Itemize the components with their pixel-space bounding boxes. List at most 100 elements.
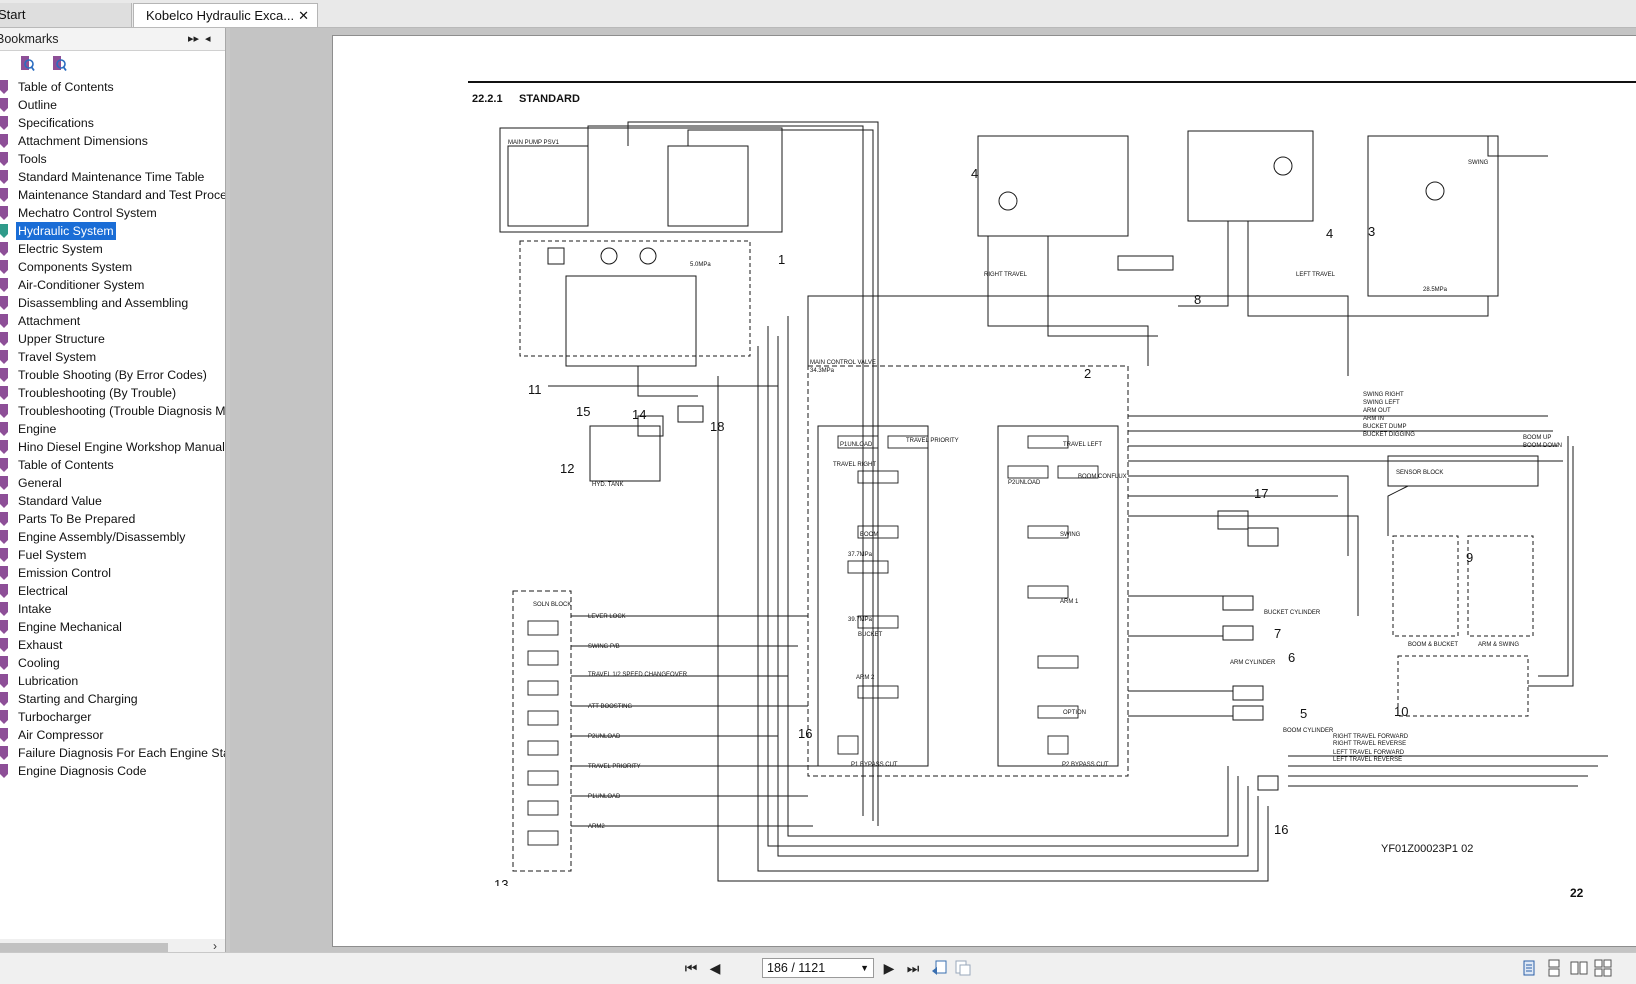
bookmark-item[interactable]: Failure Diagnosis For Each Engine Stat: [0, 744, 225, 762]
label-boom: BOOM: [860, 532, 878, 538]
label-travel-left: TRAVEL LEFT: [1063, 442, 1102, 448]
tab-start[interactable]: Start: [0, 3, 132, 27]
page-number-field[interactable]: 186 / 1121 ▼: [762, 958, 874, 978]
last-page-icon[interactable]: ⏭: [906, 960, 920, 976]
bookmark-item[interactable]: Disassembling and Assembling: [0, 294, 225, 312]
signal-3: ARM IN: [1363, 416, 1384, 422]
label-pressure-34: 34.3MPa: [810, 368, 835, 374]
bookmark-label: Table of Contents: [18, 458, 114, 472]
bookmark-item[interactable]: Electric System: [0, 240, 225, 258]
bookmark-item[interactable]: Exhaust: [0, 636, 225, 654]
bookmark-item[interactable]: Hydraulic System: [0, 222, 225, 240]
bookmarks-toolbar: [0, 51, 225, 77]
label-p1unload-sol: P1UNLOAD: [588, 794, 621, 800]
bookmark-item[interactable]: Emission Control: [0, 564, 225, 582]
bookmark-icon: [0, 296, 8, 310]
bookmark-item[interactable]: Troubleshooting (By Trouble): [0, 384, 225, 402]
callout-4b: 4: [1326, 226, 1333, 241]
scroll-right-icon[interactable]: ›: [213, 939, 217, 953]
bookmark-item[interactable]: Maintenance Standard and Test Proce: [0, 186, 225, 204]
bookmark-item[interactable]: Upper Structure: [0, 330, 225, 348]
bookmark-item[interactable]: Engine Mechanical: [0, 618, 225, 636]
bookmark-item[interactable]: Attachment Dimensions: [0, 132, 225, 150]
bookmark-label: Lubrication: [18, 674, 79, 688]
bookmark-item[interactable]: Troubleshooting (Trouble Diagnosis M: [0, 402, 225, 420]
bookmark-icon: [0, 548, 8, 562]
bookmark-item[interactable]: Turbocharger: [0, 708, 225, 726]
close-tab-icon[interactable]: ✕: [298, 8, 309, 23]
expand-panel-icon[interactable]: ▸▸: [188, 33, 200, 45]
bookmark-icon: [0, 638, 8, 652]
bookmark-item[interactable]: Air-Conditioner System: [0, 276, 225, 294]
bookmark-item[interactable]: Outline: [0, 96, 225, 114]
bookmark-item[interactable]: Parts To Be Prepared: [0, 510, 225, 528]
first-page-icon[interactable]: ⏮: [684, 960, 698, 976]
single-page-view-icon[interactable]: [1520, 959, 1538, 977]
bookmark-item[interactable]: Components System: [0, 258, 225, 276]
bookmark-icon: [0, 602, 8, 616]
bookmark-icon: [0, 206, 8, 220]
bookmark-item[interactable]: General: [0, 474, 225, 492]
bookmark-item[interactable]: Hino Diesel Engine Workshop Manual -: [0, 438, 225, 456]
bookmark-item[interactable]: Electrical: [0, 582, 225, 600]
tab-document[interactable]: Kobelco Hydraulic Exca... ✕: [133, 3, 318, 27]
callout-8: 8: [1194, 292, 1201, 307]
collapse-panel-icon[interactable]: ◂: [205, 33, 211, 45]
bookmark-label: Attachment Dimensions: [18, 134, 148, 148]
bookmark-item[interactable]: Attachment: [0, 312, 225, 330]
previous-page-icon[interactable]: ◀: [709, 960, 721, 976]
bookmark-item[interactable]: Mechatro Control System: [0, 204, 225, 222]
find-bookmark-next-icon[interactable]: [50, 55, 68, 73]
label-pressure-37: 37.7MPa: [848, 552, 873, 558]
bookmark-label: Electric System: [18, 242, 103, 256]
chevron-down-icon[interactable]: ▼: [860, 963, 869, 973]
bookmark-item[interactable]: Engine Diagnosis Code: [0, 762, 225, 780]
next-page-icon[interactable]: ▶: [883, 960, 895, 976]
bookmark-item[interactable]: Travel System: [0, 348, 225, 366]
bookmark-item[interactable]: Intake: [0, 600, 225, 618]
signal-6: BOOM UP: [1523, 435, 1551, 441]
label-arm2: ARM 2: [856, 675, 875, 681]
bookmark-icon: [0, 260, 8, 274]
bookmark-label: Failure Diagnosis For Each Engine Stat: [18, 746, 225, 760]
panel-splitter[interactable]: [226, 28, 230, 952]
bookmark-item[interactable]: Standard Value: [0, 492, 225, 510]
bookmark-icon: [0, 332, 8, 346]
callout-13: 13: [494, 877, 508, 886]
tab-bar: Start Kobelco Hydraulic Exca... ✕: [0, 0, 1636, 28]
document-canvas[interactable]: 22.2.1 STANDARD: [230, 28, 1636, 952]
callout-4a: 4: [971, 166, 978, 181]
bookmarks-horizontal-scrollbar[interactable]: ›: [0, 939, 225, 955]
bookmark-item[interactable]: Table of Contents: [0, 456, 225, 474]
previous-view-icon[interactable]: [930, 959, 948, 977]
bookmark-item[interactable]: Fuel System: [0, 546, 225, 564]
find-bookmark-icon[interactable]: [18, 55, 36, 73]
bookmark-item[interactable]: Engine Assembly/Disassembly: [0, 528, 225, 546]
bookmark-item[interactable]: Air Compressor: [0, 726, 225, 744]
bookmark-icon: [0, 116, 8, 130]
bookmark-item[interactable]: Starting and Charging: [0, 690, 225, 708]
bookmark-icon: [0, 224, 8, 238]
callout-14: 14: [632, 407, 646, 422]
bookmark-icon: [0, 566, 8, 580]
navigation-toolbar: ⏮ ◀ 186 / 1121 ▼ ▶ ⏭: [0, 952, 1636, 984]
label-att-boosting: ATT BOOSTING: [588, 704, 632, 710]
travel-signal-3: LEFT TRAVEL REVERSE: [1333, 757, 1402, 763]
bookmark-label: Exhaust: [18, 638, 63, 652]
bookmark-item[interactable]: Lubrication: [0, 672, 225, 690]
bookmark-item[interactable]: Trouble Shooting (By Error Codes): [0, 366, 225, 384]
bookmark-item[interactable]: Cooling: [0, 654, 225, 672]
bookmark-item[interactable]: Specifications: [0, 114, 225, 132]
bookmark-item[interactable]: Table of Contents: [0, 78, 225, 96]
continuous-view-icon[interactable]: [1545, 959, 1563, 977]
callout-16a: 16: [798, 726, 812, 741]
continuous-facing-view-icon[interactable]: [1594, 959, 1612, 977]
bookmark-item[interactable]: Tools: [0, 150, 225, 168]
facing-view-icon[interactable]: [1570, 959, 1588, 977]
scrollbar-thumb[interactable]: [0, 943, 168, 953]
next-view-icon[interactable]: [954, 959, 972, 977]
bookmark-label: Standard Maintenance Time Table: [18, 170, 205, 184]
callout-12: 12: [560, 461, 574, 476]
bookmark-item[interactable]: Engine: [0, 420, 225, 438]
bookmark-item[interactable]: Standard Maintenance Time Table: [0, 168, 225, 186]
